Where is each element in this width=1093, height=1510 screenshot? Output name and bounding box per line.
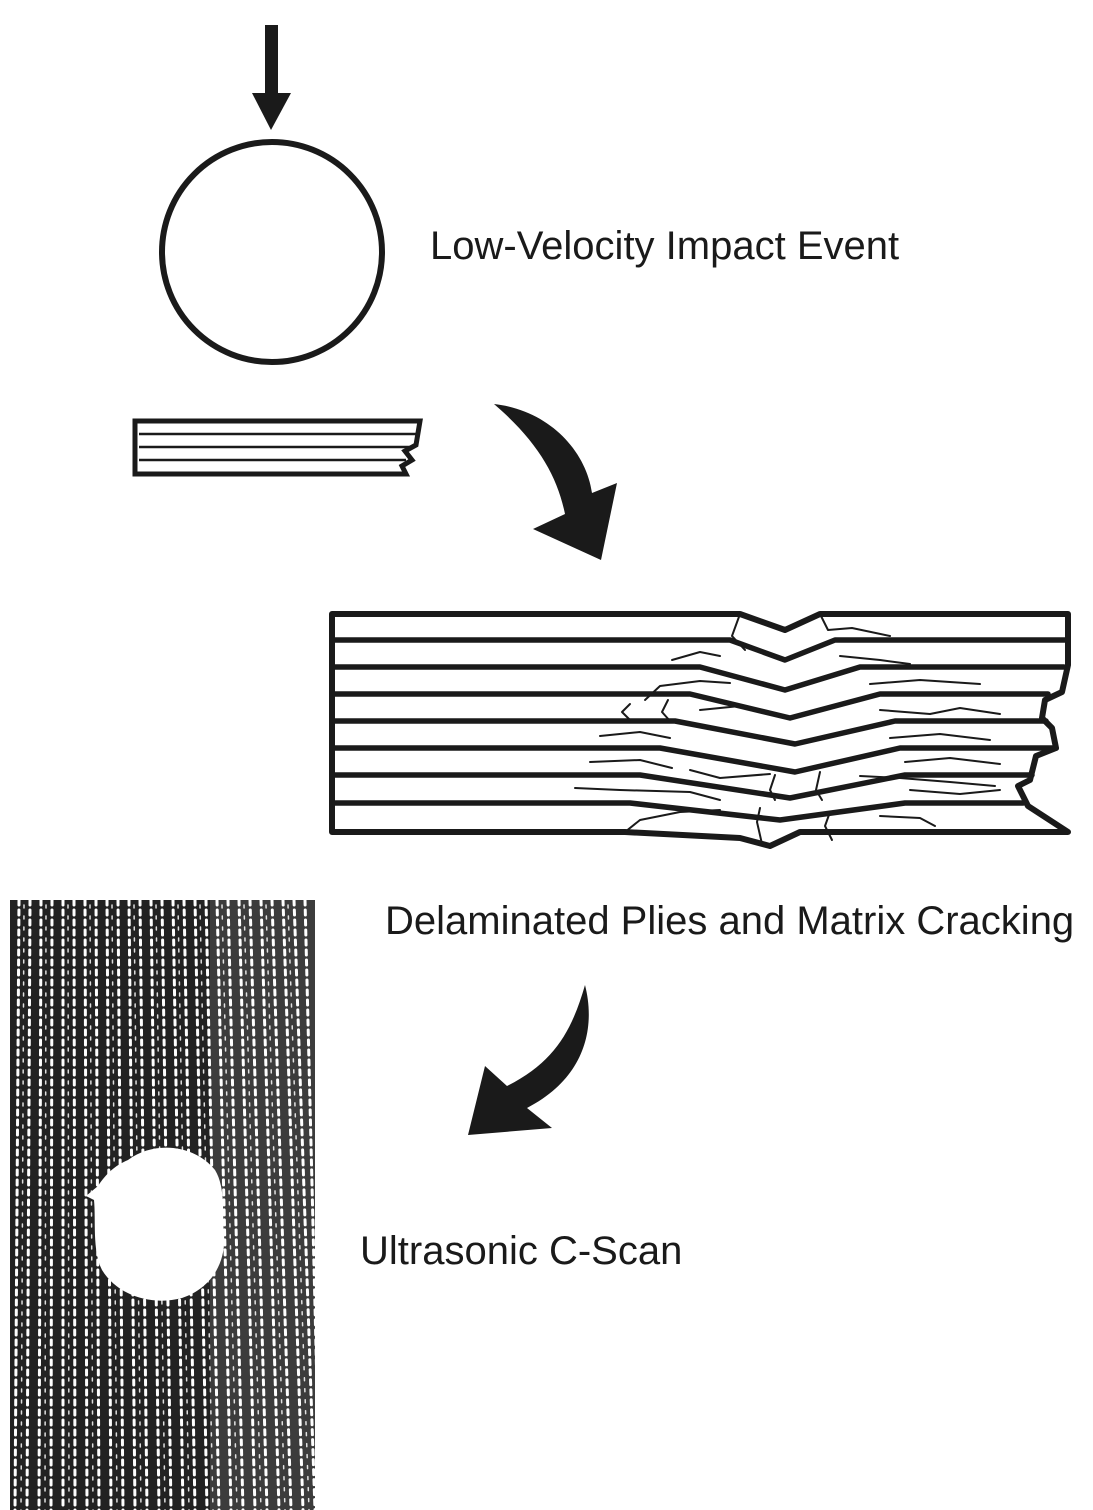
curved-arrow-1 xyxy=(494,404,617,560)
delamination-spot xyxy=(86,1147,225,1301)
label-c-scan: Ultrasonic C-Scan xyxy=(360,1229,682,1273)
delaminated-laminate xyxy=(329,611,1071,849)
c-scan-image xyxy=(10,900,315,1510)
laminate-coupon xyxy=(132,418,423,477)
label-delamination: Delaminated Plies and Matrix Cracking xyxy=(385,899,1074,943)
curved-arrow-2 xyxy=(468,985,589,1135)
label-impact-event: Low-Velocity Impact Event xyxy=(430,224,899,268)
impact-arrow xyxy=(252,25,291,130)
impactor-sphere xyxy=(159,139,385,365)
